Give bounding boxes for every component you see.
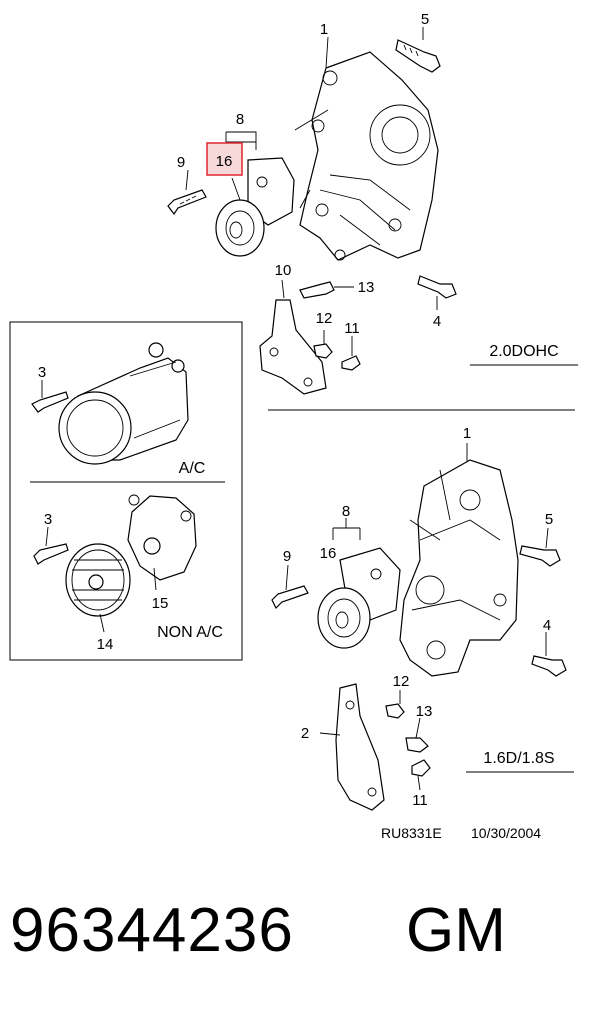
callout-4-bottom: 4 <box>543 617 551 634</box>
callout-13-bottom: 13 <box>416 703 433 720</box>
tensioner-assembly-part-8 <box>215 157 295 257</box>
part-number: 96344236 <box>10 896 294 965</box>
engine-label-2-0dohc: 2.0DOHC <box>489 343 558 360</box>
tensioner-assembly-part-8-bottom <box>317 547 401 649</box>
callout-15: 15 <box>152 595 169 612</box>
idler-bracket-part-15 <box>127 494 197 581</box>
bolt-part-3-non-ac <box>33 543 69 565</box>
callout-12-bottom: 12 <box>393 673 410 690</box>
highlight-box-part-16 <box>206 142 243 176</box>
bolt-part-13-top <box>299 281 335 299</box>
footer: 96344236 GM <box>0 895 600 985</box>
callout-10-top: 10 <box>275 262 292 279</box>
bolt-part-3-ac <box>31 391 69 413</box>
callout-9-top: 9 <box>177 154 185 171</box>
bolt-part-4-bottom <box>531 655 567 677</box>
bolt-part-11-top <box>341 355 361 371</box>
callout-11-bottom: 11 <box>412 792 428 809</box>
callout-8-bottom: 8 <box>342 503 350 520</box>
bolt-part-13-bottom <box>405 737 429 753</box>
engine-bracket-part-1 <box>299 51 439 261</box>
bolt-part-12-bottom <box>385 703 405 719</box>
callout-2-bottom: 2 <box>301 725 309 742</box>
callout-11-top: 11 <box>344 320 360 337</box>
callout-12-top: 12 <box>316 310 333 327</box>
bracket-assembly-1-6d-1-8s <box>271 443 574 811</box>
brand-name: GM <box>406 896 506 965</box>
callout-5-top: 5 <box>421 11 429 28</box>
callout-8-top: 8 <box>236 111 244 128</box>
engine-label-1-6d-1-8s: 1.6D/1.8S <box>483 750 554 767</box>
bracket-assembly-2-0dohc <box>167 27 578 395</box>
bolt-part-5-bottom <box>519 545 561 567</box>
engine-bracket-part-1-bottom <box>399 459 519 677</box>
callout-5-bottom: 5 <box>545 511 553 528</box>
bracket-part-2 <box>335 683 385 811</box>
callout-1-top: 1 <box>320 21 328 38</box>
callout-14: 14 <box>97 636 114 653</box>
bolt-part-11-bottom <box>411 759 431 777</box>
callout-4-top: 4 <box>433 313 441 330</box>
callout-16-top: 16 <box>216 153 233 170</box>
reference-date: 10/30/2004 <box>471 825 541 841</box>
inset-label-non-ac: NON A/C <box>157 624 223 641</box>
bolt-part-12-top <box>313 343 333 359</box>
bolt-part-5 <box>395 39 441 73</box>
bolt-part-9 <box>167 189 207 216</box>
bolt-part-9-bottom <box>271 585 309 610</box>
callout-9-bottom: 9 <box>283 548 291 565</box>
callout-3-ac: 3 <box>38 364 46 381</box>
bracket-part-10 <box>259 299 327 395</box>
idler-pulley-part-14 <box>65 543 131 617</box>
ac-compressor <box>58 342 189 465</box>
callout-3-non-ac: 3 <box>44 511 52 528</box>
callout-16-bottom: 16 <box>320 545 337 562</box>
bolt-part-4 <box>417 275 457 299</box>
callout-13-top: 13 <box>358 279 375 296</box>
callout-1-bottom: 1 <box>463 425 471 442</box>
reference-code: RU8331E <box>381 825 442 841</box>
inset-compressor-box <box>9 321 243 661</box>
inset-label-ac: A/C <box>179 460 206 477</box>
